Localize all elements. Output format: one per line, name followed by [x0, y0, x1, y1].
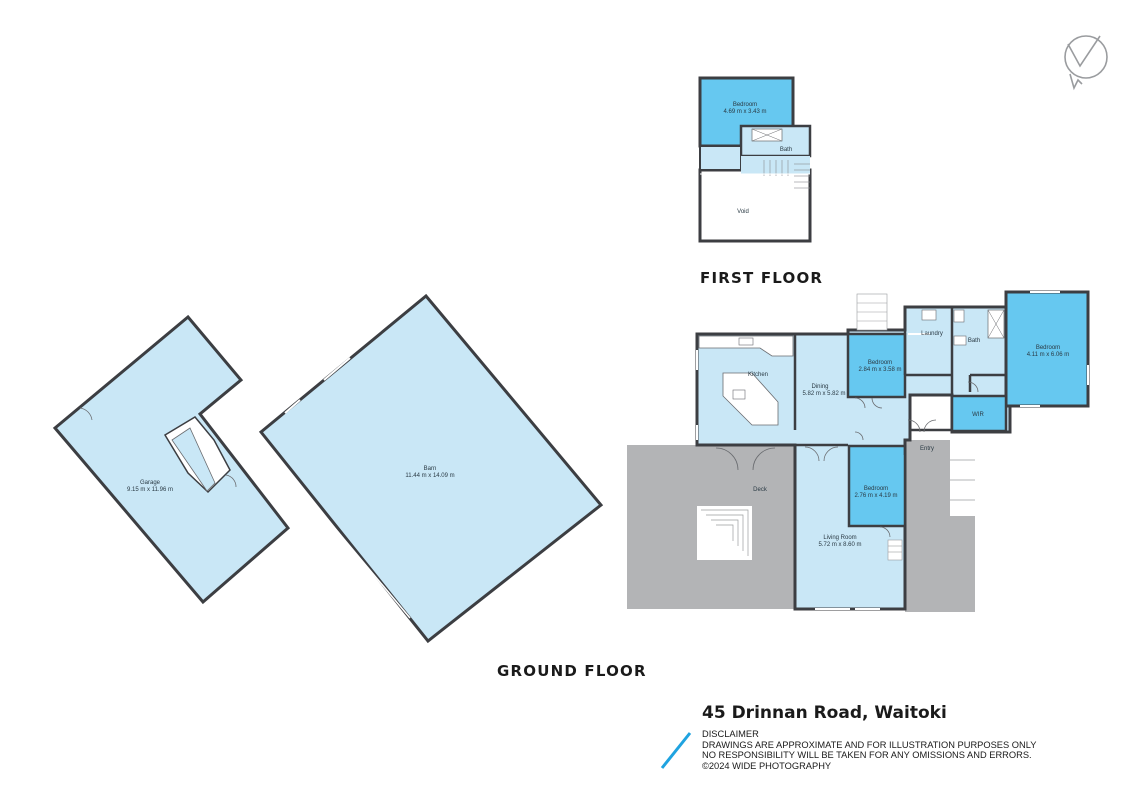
disclaimer-line-2: NO RESPONSIBILITY WILL BE TAKEN FOR ANY …	[702, 750, 1032, 760]
first-bath-label: Bath	[780, 147, 792, 153]
laundry-label: Laundry	[921, 331, 943, 337]
first-floor-title: FIRST FLOOR	[700, 269, 824, 287]
bath-label: Bath	[968, 338, 980, 344]
bedroom-right-name: Bedroom	[1036, 345, 1060, 351]
wir-room	[950, 394, 1008, 433]
bedroom-lower	[847, 444, 907, 528]
garage-name: Garage	[140, 480, 161, 486]
wir-label: WIR	[972, 412, 984, 418]
deck-area	[627, 445, 797, 609]
disclaimer-block: DISCLAIMER DRAWINGS ARE APPROXIMATE AND …	[702, 729, 1036, 771]
barn-plan: Barn 11.44 m x 14.09 m	[258, 293, 604, 644]
barn-name: Barn	[424, 466, 437, 472]
bedroom-right-size: 4.11 m x 6.06 m	[1027, 352, 1070, 358]
disclaimer-line-1: DRAWINGS ARE APPROXIMATE AND FOR ILLUSTR…	[702, 739, 1037, 750]
bedroom-mid	[846, 332, 907, 399]
first-floor-plan: Bedroom 4.69 m x 3.43 m Bath Void	[698, 76, 812, 243]
disclaimer-title: DISCLAIMER	[702, 729, 759, 739]
bedroom-lower-name: Bedroom	[864, 486, 888, 492]
bedroom-lower-size: 2.76 m x 4.19 m	[854, 493, 897, 499]
garage-room	[52, 314, 291, 605]
deck-label: Deck	[753, 487, 768, 493]
disclaimer-line-3: ©2024 WIDE PHOTOGRAPHY	[702, 760, 832, 771]
property-address: 45 Drinnan Road, Waitoki	[702, 703, 947, 723]
accent-line	[660, 732, 692, 769]
first-bedroom-name: Bedroom	[733, 102, 757, 108]
bedroom-mid-size: 2.84 m x 3.58 m	[858, 367, 901, 373]
house-ground-floor: Kitchen Dining 5.82 m x 5.82 m Bedroom 2…	[627, 290, 1090, 612]
first-bedroom-size: 4.69 m x 3.43 m	[723, 109, 766, 115]
void-label: Void	[737, 209, 749, 215]
barn-size: 11.44 m x 14.09 m	[405, 473, 454, 479]
ground-floor-title: GROUND FLOOR	[497, 662, 647, 680]
living-size: 5.72 m x 8.60 m	[818, 542, 861, 548]
garage-size: 9.15 m x 11.96 m	[127, 487, 173, 493]
dining-size: 5.82 m x 5.82 m	[802, 391, 845, 397]
bedroom-mid-name: Bedroom	[868, 360, 892, 366]
living-name: Living Room	[823, 535, 856, 541]
kitchen-label: Kitchen	[748, 372, 768, 378]
garage-plan: Garage 9.15 m x 11.96 m	[52, 314, 291, 605]
entry-label: Entry	[920, 446, 934, 452]
dining-name: Dining	[811, 384, 828, 390]
compass-logo-icon	[1064, 35, 1108, 91]
barn-room	[258, 293, 604, 644]
